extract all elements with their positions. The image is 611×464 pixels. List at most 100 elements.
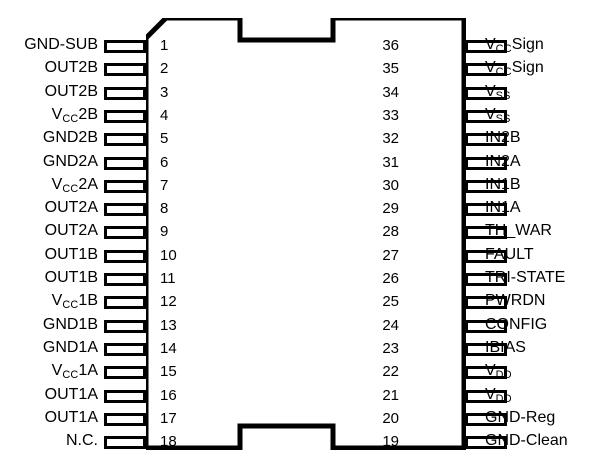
pin-lead-2: [104, 63, 146, 77]
pin-number-2: 2: [160, 60, 169, 78]
pin-number-18: 18: [160, 433, 177, 451]
pin-lead-32: [465, 133, 507, 147]
pin-label-2: OUT2B: [44, 59, 98, 77]
pin-label-19: GND-Clean: [485, 432, 568, 450]
pin-label-3: OUT2B: [44, 82, 98, 100]
pin-lead-29: [465, 203, 507, 217]
pin-lead-7: [104, 179, 146, 193]
pin-number-8: 8: [160, 200, 169, 218]
label-subscript: CC: [62, 112, 79, 125]
pin-label-26: TRI-STATE: [485, 269, 566, 286]
pin-number-13: 13: [160, 316, 177, 334]
pin-label-9: OUT2A: [44, 222, 98, 240]
pin-label-13: GND1B: [42, 315, 98, 333]
pin-number-3: 3: [160, 83, 169, 101]
pin-number-16: 16: [160, 386, 177, 404]
pin-label-15: VCC1A: [51, 362, 98, 382]
pin-number-36: 36: [382, 37, 399, 54]
label-subscript: CC: [62, 299, 79, 312]
pin-label-12: VCC1B: [51, 292, 98, 312]
pin-label-27: FAULT: [485, 245, 534, 263]
pin-number-29: 29: [382, 200, 399, 218]
pin-lead-23: [465, 342, 507, 356]
pin-number-23: 23: [382, 339, 399, 357]
pin-number-26: 26: [382, 270, 399, 287]
pin-label-23: IBIAS: [485, 338, 526, 356]
label-subscript: CC: [495, 43, 512, 55]
pin-lead-24: [465, 319, 507, 333]
pin-lead-21: [465, 389, 507, 403]
label-subscript: SS: [495, 89, 511, 102]
pin-lead-6: [104, 156, 146, 170]
pin-number-33: 33: [382, 106, 399, 124]
pin-label-34: VSS: [485, 82, 511, 102]
pin-lead-8: [104, 203, 146, 217]
pin-lead-17: [104, 412, 146, 426]
pin-lead-35: [465, 63, 507, 77]
pin-label-10: OUT1B: [44, 245, 98, 263]
pin-label-24: CONFIG: [485, 315, 548, 333]
pin-number-22: 22: [382, 363, 399, 381]
pin-label-11: OUT1B: [44, 269, 98, 286]
pin-number-9: 9: [160, 223, 169, 241]
pin-lead-27: [465, 249, 507, 263]
pin-label-36: VCCSign: [485, 36, 544, 56]
pin-label-30: IN1B: [485, 175, 521, 193]
pin-number-24: 24: [382, 316, 399, 334]
pin-lead-31: [465, 156, 507, 170]
pin-label-14: GND1A: [42, 338, 98, 356]
pin-label-6: GND2A: [42, 152, 98, 170]
pin-label-25: PWRDN: [485, 292, 546, 310]
pin-lead-12: [104, 296, 146, 310]
pin-label-22: VDD: [485, 362, 512, 382]
pin-lead-19: [465, 436, 507, 450]
pin-label-4: VCC2B: [51, 105, 98, 125]
label-subscript: DD: [495, 392, 512, 405]
pin-label-1: GND-SUB: [24, 36, 98, 53]
pin-label-7: VCC2A: [51, 175, 98, 195]
pin-number-11: 11: [160, 270, 176, 287]
pin-lead-34: [465, 86, 507, 100]
pin-number-17: 17: [160, 409, 177, 427]
pin-number-1: 1: [160, 37, 169, 54]
package-outline: [146, 18, 466, 450]
pin-lead-1: [104, 40, 146, 53]
pin-lead-16: [104, 389, 146, 403]
label-subscript: CC: [62, 369, 79, 382]
pin-lead-10: [104, 249, 146, 263]
pin-lead-30: [465, 179, 507, 193]
pin-label-32: IN2B: [485, 129, 521, 147]
pin-lead-20: [465, 412, 507, 426]
pin-lead-5: [104, 133, 146, 147]
pin-number-25: 25: [382, 293, 399, 311]
pin-label-8: OUT2A: [44, 199, 98, 217]
pin-label-16: OUT1A: [44, 385, 98, 403]
pin-number-31: 31: [382, 153, 399, 171]
label-subscript: CC: [495, 66, 512, 79]
pin-number-14: 14: [160, 339, 177, 357]
pin-lead-13: [104, 319, 146, 333]
pin-lead-33: [465, 109, 507, 123]
pin-number-5: 5: [160, 130, 169, 148]
pin-number-6: 6: [160, 153, 169, 171]
pin-label-35: VCCSign: [485, 59, 544, 79]
pin-label-17: OUT1A: [44, 408, 98, 426]
pin-number-4: 4: [160, 106, 169, 124]
pin-lead-11: [104, 273, 146, 286]
pin-label-21: VDD: [485, 385, 512, 405]
pin-lead-15: [104, 366, 146, 380]
pin-lead-9: [104, 226, 146, 240]
pin-number-34: 34: [382, 83, 399, 101]
label-subscript: DD: [495, 369, 512, 382]
pin-number-7: 7: [160, 176, 169, 194]
pin-number-28: 28: [382, 223, 399, 241]
pin-number-10: 10: [160, 246, 177, 264]
pin-lead-18: [104, 436, 146, 450]
pin-label-18: N.C.: [66, 432, 98, 450]
pin-lead-3: [104, 86, 146, 100]
pin-label-31: IN2A: [485, 152, 521, 170]
pin-number-12: 12: [160, 293, 177, 311]
pin-number-30: 30: [382, 176, 399, 194]
pin-lead-22: [465, 366, 507, 380]
